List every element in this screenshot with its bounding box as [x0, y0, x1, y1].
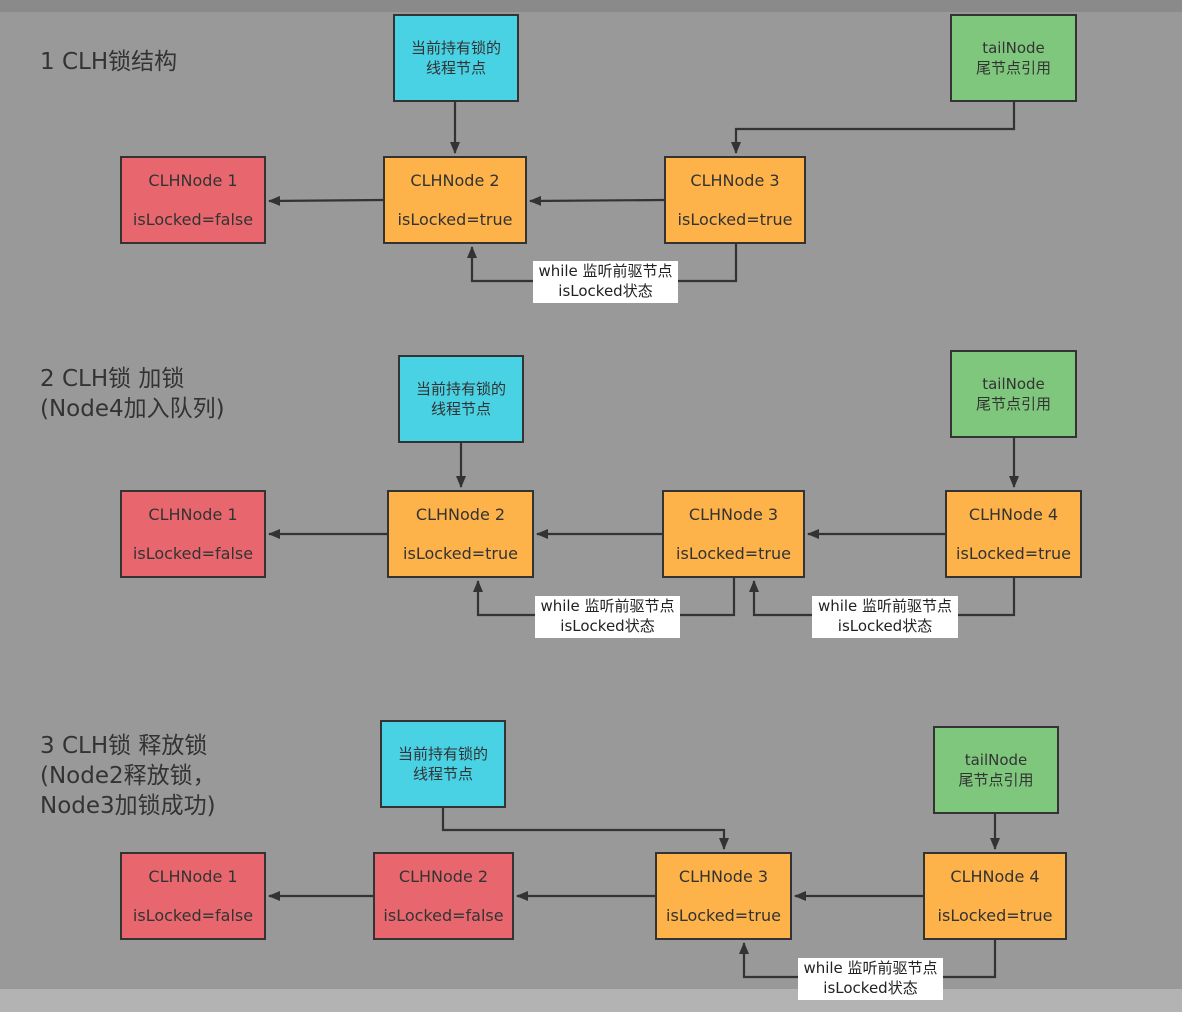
node-state: isLocked=true — [403, 543, 518, 563]
clh-node-3: CLHNode 3 isLocked=true — [655, 852, 792, 940]
tail-node-box: tailNode 尾节点引用 — [933, 726, 1059, 814]
watch-note-line-2: isLocked状态 — [823, 979, 918, 997]
node-name: CLHNode 1 — [148, 866, 238, 886]
section-title-line: 2 CLH锁 加锁 — [40, 366, 185, 392]
tail-node-line-2: 尾节点引用 — [975, 395, 1051, 413]
watch-predecessor-note: while 监听前驱节点 isLocked状态 — [812, 596, 958, 638]
watch-predecessor-note: while 监听前驱节点 isLocked状态 — [533, 261, 678, 303]
section-title-1: 1 CLH锁结构 — [40, 47, 177, 77]
watch-note-line-1: while 监听前驱节点 — [538, 262, 673, 280]
node-state: isLocked=true — [956, 543, 1071, 563]
clh-node-3: CLHNode 3 isLocked=true — [664, 156, 806, 244]
node-name: CLHNode 2 — [410, 170, 500, 190]
lock-holder-box: 当前持有锁的线程节点 — [393, 14, 519, 102]
node-name: CLHNode 4 — [950, 866, 1040, 886]
lock-holder-box: 当前持有锁的线程节点 — [398, 355, 524, 443]
node-state: isLocked=false — [132, 543, 254, 563]
lock-holder-line-2: 线程节点 — [425, 59, 486, 77]
watch-note-line-1: while 监听前驱节点 — [540, 597, 675, 615]
watch-note-line-1: while 监听前驱节点 — [803, 959, 938, 977]
arrow-tail-to-node3 — [731, 102, 1016, 154]
clh-node-4: CLHNode 4 isLocked=true — [945, 490, 1082, 578]
clh-node-2: CLHNode 2 isLocked=true — [383, 156, 527, 244]
watch-note-line-1: while 监听前驱节点 — [817, 597, 953, 615]
node-state: isLocked=true — [676, 543, 791, 563]
section-title-line: Node3加锁成功) — [40, 793, 216, 819]
section-title-2: 2 CLH锁 加锁 (Node4加入队列) — [40, 364, 225, 424]
node-state: isLocked=true — [666, 905, 781, 925]
lock-holder-line-1: 当前持有锁的 — [410, 39, 501, 57]
arrow-holder-to-node3 — [441, 808, 729, 850]
clh-node-3: CLHNode 3 isLocked=true — [662, 490, 805, 578]
clh-node-4: CLHNode 4 isLocked=true — [923, 852, 1067, 940]
node-state: isLocked=false — [132, 209, 254, 229]
section-title-3: 3 CLH锁 释放锁 (Node2释放锁， Node3加锁成功) — [40, 731, 216, 821]
tail-node-line-1: tailNode — [982, 39, 1045, 57]
section-title-line: 1 CLH锁结构 — [40, 49, 178, 75]
node-name: CLHNode 2 — [415, 504, 506, 524]
clh-node-1: CLHNode 1 isLocked=false — [120, 490, 266, 578]
tail-node-line-1: tailNode — [964, 751, 1028, 769]
node-name: CLHNode 3 — [678, 866, 769, 886]
clh-node-2: CLHNode 2 isLocked=false — [373, 852, 514, 940]
clh-node-1: CLHNode 1 isLocked=false — [120, 156, 266, 244]
node-name: CLHNode 3 — [690, 170, 780, 190]
tail-node-line-2: 尾节点引用 — [958, 771, 1034, 789]
watch-note-line-2: isLocked状态 — [558, 282, 653, 300]
watch-note-line-2: isLocked状态 — [560, 617, 655, 635]
node-name: CLHNode 3 — [688, 504, 779, 524]
tail-node-line-2: 尾节点引用 — [975, 59, 1051, 77]
node-name: CLHNode 2 — [398, 866, 489, 886]
node-state: isLocked=true — [677, 209, 793, 229]
watch-predecessor-note: while 监听前驱节点 isLocked状态 — [535, 596, 680, 638]
node-name: CLHNode 4 — [968, 504, 1059, 524]
watch-note-line-2: isLocked状态 — [837, 617, 933, 635]
top-border — [0, 0, 1182, 12]
section-title-line: (Node4加入队列) — [40, 396, 225, 422]
arrow-node3-to-node2 — [529, 195, 665, 206]
node-state: isLocked=false — [132, 905, 254, 925]
lock-holder-line-2: 线程节点 — [430, 400, 491, 418]
node-name: CLHNode 1 — [148, 170, 238, 190]
tail-node-box: tailNode 尾节点引用 — [950, 14, 1077, 102]
node-name: CLHNode 1 — [148, 504, 238, 524]
lock-holder-line-2: 线程节点 — [412, 765, 473, 783]
section-title-line: 3 CLH锁 释放锁 — [40, 733, 208, 759]
lock-holder-box: 当前持有锁的线程节点 — [380, 720, 506, 808]
node-state: isLocked=true — [937, 905, 1053, 925]
clh-node-1: CLHNode 1 isLocked=false — [120, 852, 266, 940]
node-state: isLocked=false — [383, 905, 504, 925]
tail-node-box: tailNode 尾节点引用 — [950, 350, 1077, 438]
watch-predecessor-note: while 监听前驱节点 isLocked状态 — [798, 958, 943, 1000]
clh-node-2: CLHNode 2 isLocked=true — [387, 490, 534, 578]
arrow-node2-to-node1 — [268, 195, 384, 206]
lock-holder-line-1: 当前持有锁的 — [415, 380, 506, 398]
node-state: isLocked=true — [397, 209, 513, 229]
section-title-line: (Node2释放锁， — [40, 763, 216, 789]
tail-node-line-1: tailNode — [982, 375, 1045, 393]
lock-holder-line-1: 当前持有锁的 — [397, 745, 488, 763]
